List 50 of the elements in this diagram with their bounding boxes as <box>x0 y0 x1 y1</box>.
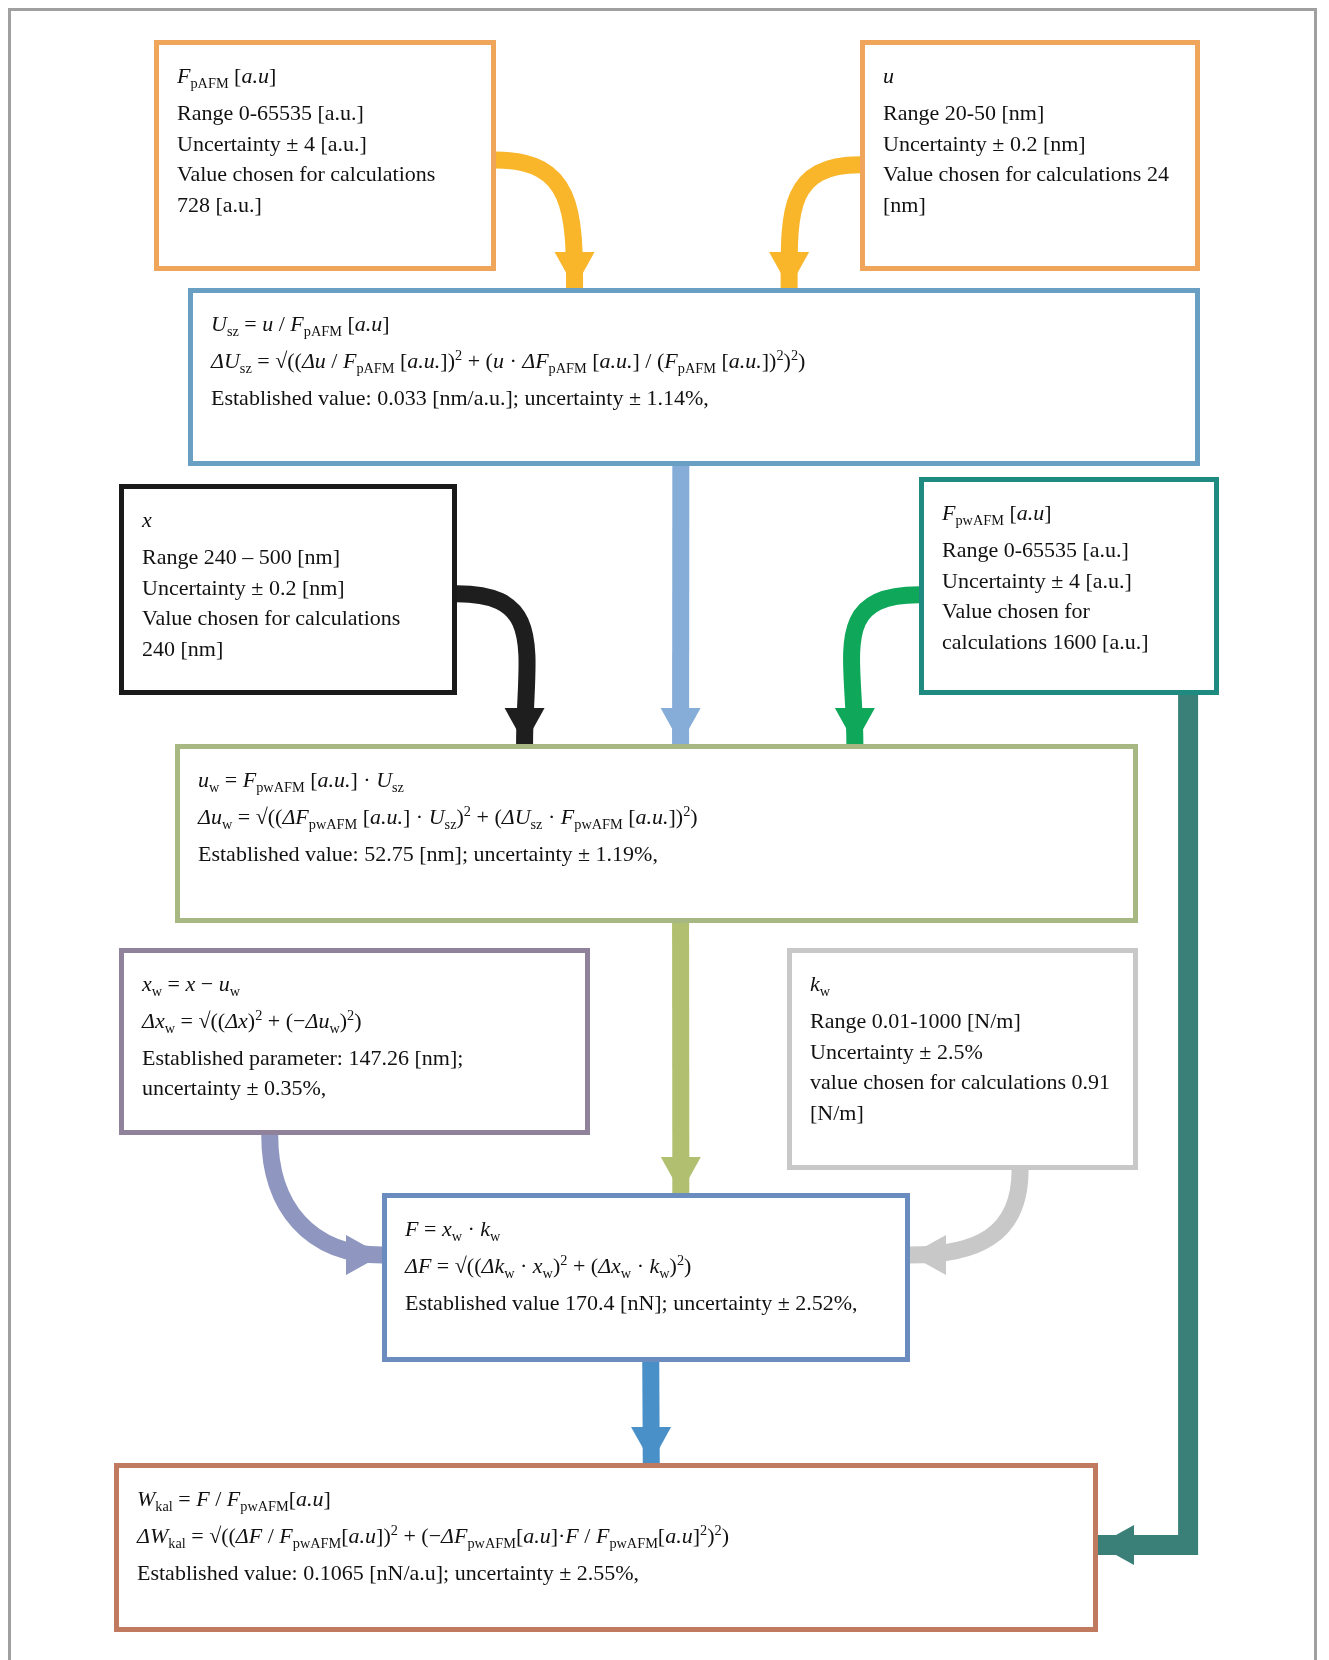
formula: F = x$_{w}$ · k$_{w}$ <box>405 1215 502 1245</box>
process-box <box>154 40 496 271</box>
symbol: x <box>142 506 153 534</box>
formula: x$_{w}$ = x − u$_{w}$ <box>142 970 242 1000</box>
result-text: Established parameter: 147.26 [nm]; uncertainty ± 0.35%, <box>142 1043 465 1103</box>
formula-box <box>114 1463 1098 1632</box>
result-text: Established value 170.4 [nN]; uncertainty ± 2.52%, <box>405 1288 859 1317</box>
formula-box <box>175 744 1138 923</box>
parameter-text: Value chosen for calculations 240 [nm] <box>142 604 402 664</box>
parameter-text: Uncertainty ± 0.2 [nm] <box>142 573 346 602</box>
parameter-text: value chosen for calculations 0.91 [N/m] <box>810 1068 1111 1128</box>
parameter-text: Uncertainty ± 4 [a.u.] <box>177 129 368 158</box>
arrow <box>631 1361 672 1464</box>
formula-box <box>188 288 1200 466</box>
parameter-text: Value chosen for calculations 24 [nm] <box>883 160 1170 220</box>
symbol: k$_{w}$ <box>810 970 832 1000</box>
formula: u$_{w}$ = F$_{pwAFM}$ [a.u.] · U$_{sz}$ <box>198 766 405 796</box>
arrow <box>660 923 701 1194</box>
formula: Δu$_{w}$ = √((ΔF$_{pwAFM}$ [a.u.] · U$_{sz}$)$^{2}$ + (ΔU$_{sz}$ · F$_{pwAFM}$ [a.u.])$^{2}$) <box>198 801 699 833</box>
formula: W$_{kal}$ = F / F$_{pwAFM}$[a.u] <box>137 1485 332 1515</box>
arrow <box>1098 695 1199 1565</box>
parameter-text: Range 0-65535 [a.u.] <box>177 98 365 127</box>
process-box <box>860 40 1200 271</box>
formula-box <box>119 948 590 1135</box>
formula: ΔF = √((Δk$_{w}$ · x$_{w}$)$^{2}$ + (Δx$_{w}$ · k$_{w}$)$^{2}$) <box>405 1250 693 1282</box>
parameter-text: Range 20-50 [nm] <box>883 98 1046 127</box>
symbol: F$_{pwAFM}$ [a.u] <box>942 499 1053 529</box>
parameter-text: Range 0.01-1000 [N/m] <box>810 1006 1022 1035</box>
parameter-text: Uncertainty ± 0.2 [nm] <box>883 129 1087 158</box>
formula: U$_{sz}$ = u / F$_{pAFM}$ [a.u] <box>211 310 391 340</box>
process-box <box>119 484 457 695</box>
parameter-text: Value chosen for calculations 728 [a.u.] <box>177 160 437 220</box>
formula-box <box>382 1193 910 1362</box>
symbol: u <box>883 62 895 90</box>
process-box <box>787 948 1138 1170</box>
symbol: F$_{pAFM}$ [a.u] <box>177 62 278 92</box>
formula: ΔW$_{kal}$ = √((ΔF / F$_{pwAFM}$[a.u])$^{2}$ + (−ΔF$_{pwAFM}$[a.u]·F / F$_{pwAFM}$[a.u]$^{2}$)$^{2}$) <box>137 1520 730 1552</box>
result-text: Established value: 0.033 [nm/a.u.]; uncertainty ± 1.14%, <box>211 383 710 412</box>
parameter-text: Uncertainty ± 4 [a.u.] <box>942 566 1133 595</box>
result-text: Established value: 52.75 [nm]; uncertainty ± 1.19%, <box>198 839 659 868</box>
parameter-text: Value chosen for calculations 1600 [a.u.] <box>942 597 1150 657</box>
parameter-text: Uncertainty ± 2.5% <box>810 1037 984 1066</box>
arrow <box>660 466 701 744</box>
arrow <box>261 1134 383 1273</box>
parameter-text: Range 0-65535 [a.u.] <box>942 535 1130 564</box>
parameter-text: Range 240 – 500 [nm] <box>142 542 341 571</box>
result-text: Established value: 0.1065 [nN/a.u]; uncertainty ± 2.55%, <box>137 1558 641 1587</box>
formula: ΔU$_{sz}$ = √((Δu / F$_{pAFM}$ [a.u.])$^{2}$ + (u · ΔF$_{pAFM}$ [a.u.] / (F$_{pAFM}$ [a.u.])$^{2}$)$^{2}$) <box>211 345 807 377</box>
formula: Δx$_{w}$ = √((Δx)$^{2}$ + (−Δu$_{w}$)$^{2}$) <box>142 1005 363 1037</box>
process-box <box>919 477 1219 695</box>
